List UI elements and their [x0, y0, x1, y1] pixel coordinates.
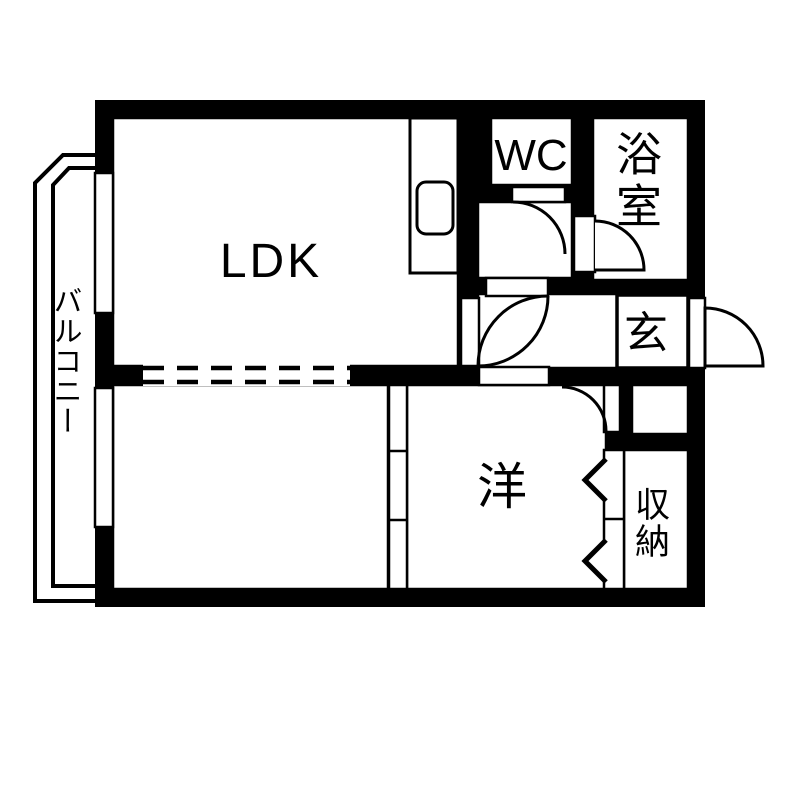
- kitchen-sink: [415, 180, 455, 236]
- room-lower-left: [111, 383, 390, 591]
- label-balcony: バルコニー: [49, 286, 81, 436]
- label-bath: 浴室: [610, 130, 662, 234]
- room-washroom: [476, 200, 574, 280]
- folding-door-chevron-2: [581, 538, 608, 584]
- wc-door-arc: [512, 200, 567, 255]
- bath-door-jamb: [572, 214, 597, 274]
- room-entrance: [615, 293, 690, 370]
- washroom-door-opening: [484, 276, 550, 298]
- sliding-partition: [387, 383, 409, 591]
- western-door-leaf: [602, 383, 622, 434]
- window-lower-room: [93, 386, 115, 529]
- label-western-room: 洋: [477, 459, 527, 515]
- alcove: [630, 383, 690, 436]
- room-wc: [489, 116, 574, 187]
- room-ldk: [111, 116, 460, 368]
- balcony-outer-rail: [33, 153, 97, 603]
- room-storage: [622, 448, 690, 591]
- western-door-arc: [561, 385, 608, 432]
- hall-door-arc-1: [477, 295, 550, 368]
- bath-door-arc: [594, 219, 646, 272]
- western-room-opening: [477, 365, 551, 387]
- window-ldk: [93, 171, 115, 315]
- entrance-door-arc: [703, 306, 765, 368]
- label-entrance: 玄: [624, 309, 668, 358]
- wc-door-leaf: [510, 185, 567, 204]
- hall-door-arc-2: [476, 294, 549, 367]
- label-ldk: LDK: [219, 235, 323, 288]
- ldk-hall-opening: [459, 296, 481, 368]
- balcony-inner-rail: [51, 166, 97, 588]
- label-storage: 収納: [630, 486, 669, 560]
- folding-door-chevron-1: [581, 457, 608, 503]
- label-wc: WC: [494, 131, 568, 180]
